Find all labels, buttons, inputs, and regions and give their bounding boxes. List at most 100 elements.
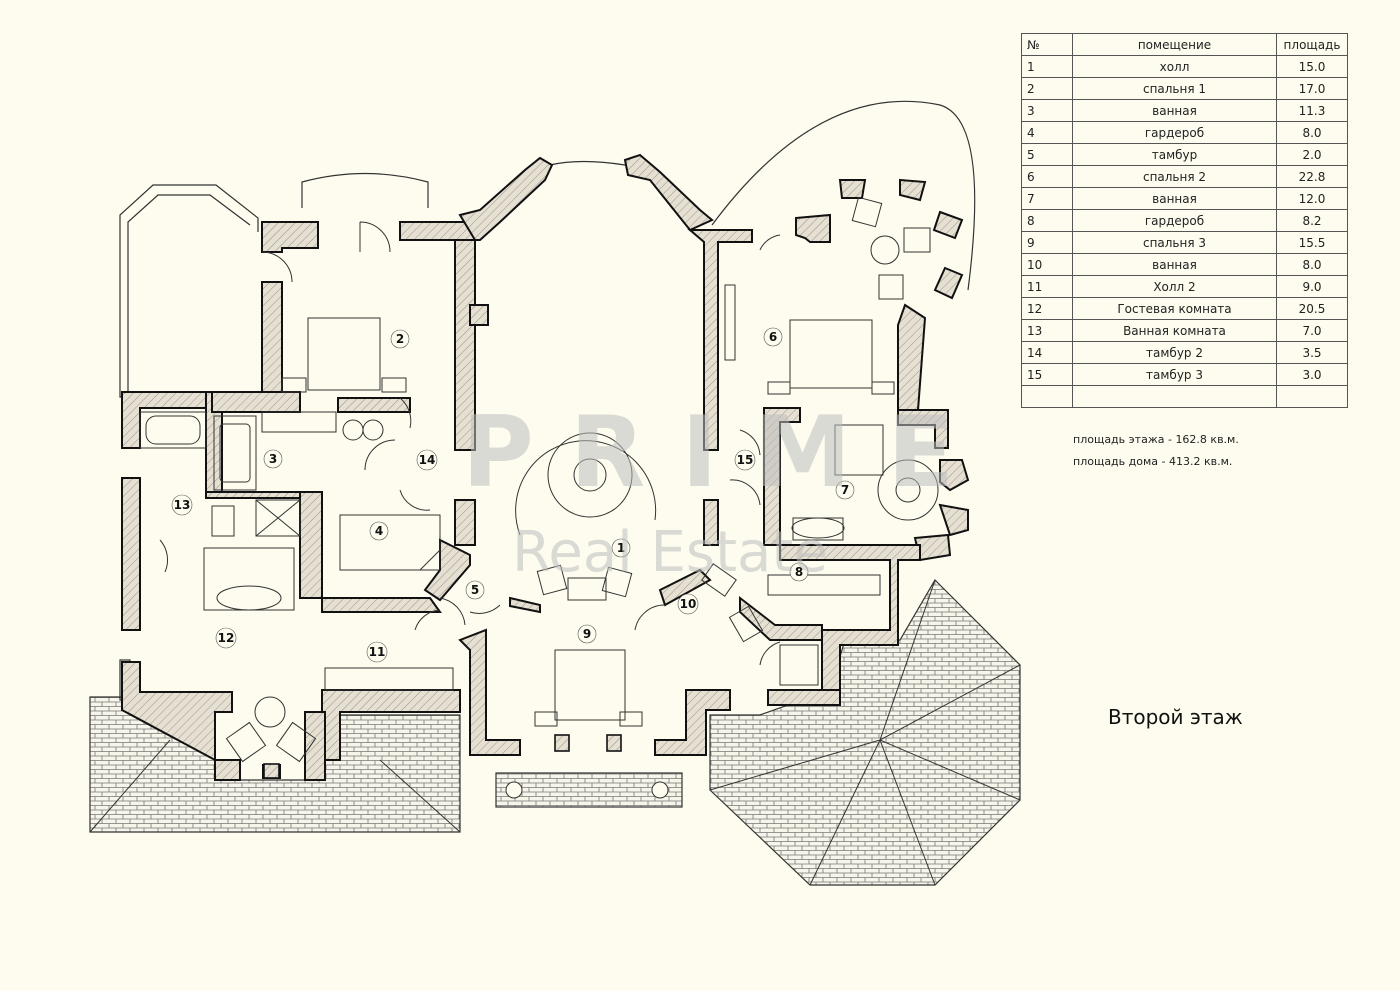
walls	[121, 153, 970, 781]
room-number: 10	[680, 597, 697, 611]
row-number: 13	[1021, 319, 1073, 342]
row-room-name: тамбур 3	[1072, 363, 1277, 386]
row-number: 7	[1021, 187, 1073, 210]
row-area: 2.0	[1276, 143, 1348, 166]
row-number: 9	[1021, 231, 1073, 254]
room-number: 3	[269, 452, 277, 466]
table-header: № помещение площадь	[1021, 33, 1348, 56]
room-number: 2	[396, 332, 404, 346]
row-room-name: гардероб	[1072, 121, 1277, 144]
row-room-name: спальня 3	[1072, 231, 1277, 254]
balustrade-bottom	[495, 772, 683, 808]
row-number: 1	[1021, 55, 1073, 78]
row-area: 7.0	[1276, 319, 1348, 342]
room-labels: 1 2 3 4 5 6 7 8 9 10 11 12 13 14 15	[171, 327, 855, 663]
row-area: 12.0	[1276, 187, 1348, 210]
floor-area-summary: площадь этажа - 162.8 кв.м.	[1073, 433, 1239, 446]
room-number: 6	[769, 330, 777, 344]
row-number: 5	[1021, 143, 1073, 166]
room-label-3: 3	[263, 449, 283, 469]
row-area: 17.0	[1276, 77, 1348, 100]
row-area: 11.3	[1276, 99, 1348, 122]
row-room-name: гардероб	[1072, 209, 1277, 232]
room-label-5: 5	[465, 580, 485, 600]
row-number: 2	[1021, 77, 1073, 100]
row-number	[1021, 385, 1073, 408]
row-number: 14	[1021, 341, 1073, 364]
row-area: 3.0	[1276, 363, 1348, 386]
room-label-14: 14	[416, 449, 438, 471]
row-area: 8.0	[1276, 121, 1348, 144]
room-number: 14	[419, 453, 436, 467]
table-header-row: № помещение площадь	[1021, 33, 1348, 56]
row-area: 20.5	[1276, 297, 1348, 320]
room-label-15: 15	[734, 449, 756, 471]
header-number: №	[1021, 33, 1073, 56]
room-label-6: 6	[763, 327, 783, 347]
row-area: 8.0	[1276, 253, 1348, 276]
room-number: 11	[369, 645, 386, 659]
row-area: 3.5	[1276, 341, 1348, 364]
room-number: 5	[471, 583, 479, 597]
header-area: площадь	[1276, 33, 1348, 56]
row-room-name: Гостевая комната	[1072, 297, 1277, 320]
room-number: 9	[583, 627, 591, 641]
row-number: 15	[1021, 363, 1073, 386]
row-number: 10	[1021, 253, 1073, 276]
row-room-name: спальня 2	[1072, 165, 1277, 188]
row-area: 8.2	[1276, 209, 1348, 232]
room-label-1: 1	[611, 538, 631, 558]
row-room-name: ванная	[1072, 99, 1277, 122]
room-label-8: 8	[789, 562, 809, 582]
table-row	[1021, 385, 1348, 408]
row-number: 3	[1021, 99, 1073, 122]
row-room-name: тамбур 2	[1072, 341, 1277, 364]
room-number: 15	[737, 453, 754, 467]
row-area: 22.8	[1276, 165, 1348, 188]
room-label-11: 11	[366, 641, 388, 663]
room-number: 7	[841, 483, 849, 497]
room-number: 13	[174, 498, 191, 512]
row-room-name: холл	[1072, 55, 1277, 78]
room-label-7: 7	[835, 480, 855, 500]
row-room-name	[1072, 385, 1277, 408]
row-number: 6	[1021, 165, 1073, 188]
room-number: 4	[375, 524, 383, 538]
floor-title: Второй этаж	[1108, 705, 1243, 729]
row-area	[1276, 385, 1348, 408]
header-room: помещение	[1072, 33, 1277, 56]
room-label-9: 9	[577, 624, 597, 644]
house-area-summary: площадь дома - 413.2 кв.м.	[1073, 455, 1233, 468]
row-room-name: ванная	[1072, 253, 1277, 276]
row-room-name: ванная	[1072, 187, 1277, 210]
row-area: 15.5	[1276, 231, 1348, 254]
row-number: 8	[1021, 209, 1073, 232]
room-label-2: 2	[390, 329, 410, 349]
row-number: 12	[1021, 297, 1073, 320]
row-number: 4	[1021, 121, 1073, 144]
outline-lines	[119, 100, 976, 701]
room-number: 12	[218, 631, 235, 645]
row-area: 9.0	[1276, 275, 1348, 298]
room-label-10: 10	[677, 593, 699, 615]
room-label-4: 4	[369, 521, 389, 541]
row-room-name: Ванная комната	[1072, 319, 1277, 342]
room-label-12: 12	[215, 627, 237, 649]
doors	[159, 221, 781, 666]
room-label-13: 13	[171, 494, 193, 516]
row-room-name: спальня 1	[1072, 77, 1277, 100]
